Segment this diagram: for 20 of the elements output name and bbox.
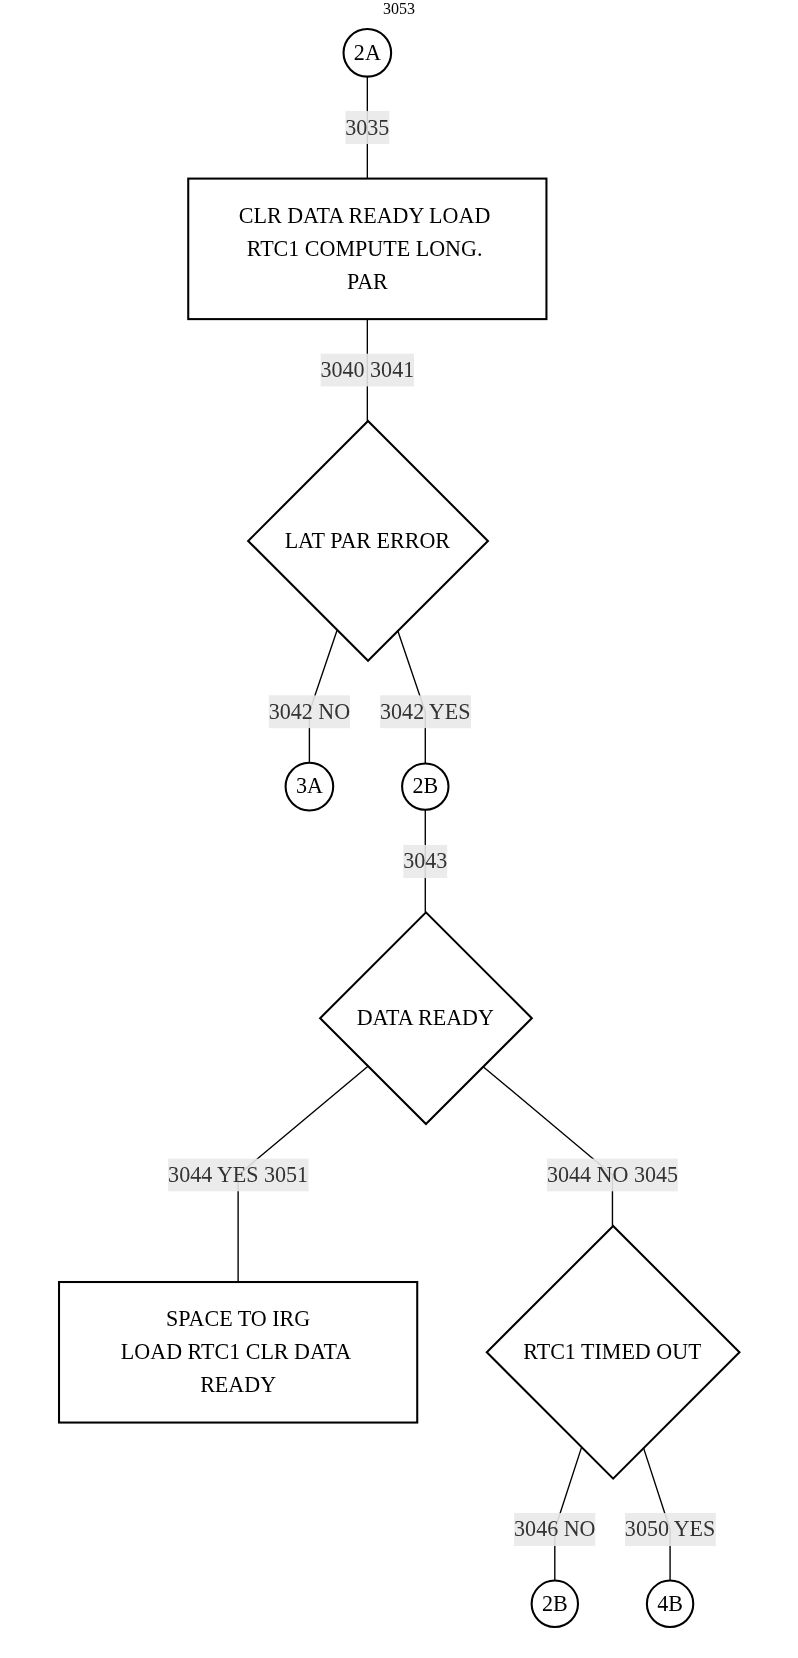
step-number: 3053 (383, 0, 415, 17)
node-circle: 2A (342, 28, 392, 78)
edge-label: 3035 (345, 115, 390, 139)
node-circle: 2B (400, 762, 450, 811)
edge-label: 3042 YES (379, 699, 471, 723)
node-diamond: RTC1 TIMED OUT (485, 1224, 741, 1481)
node-circle: 2B (530, 1579, 579, 1628)
edge-label: 3042 NO (268, 699, 350, 723)
edge-label: 3043 (402, 848, 448, 873)
node-box: CLR DATA READY LOAD RTC1 COMPUTE LONG. PAR (186, 177, 548, 321)
edge-label: 3040 3041 (320, 357, 414, 382)
node-circle: 4B (645, 1579, 695, 1628)
edge-label: 3050 YES (624, 1517, 716, 1541)
edge-label: 3044 YES 3051 (167, 1162, 308, 1186)
node-diamond: LAT PAR ERROR (246, 419, 490, 663)
node-circle: 3A (284, 761, 334, 812)
edge-label: 3044 NO 3045 (546, 1162, 678, 1186)
node-diamond: DATA READY (318, 910, 533, 1126)
edge-label: 3046 NO (513, 1517, 596, 1541)
node-box: SPACE TO IRG LOAD RTC1 CLR DATA READY (57, 1281, 418, 1424)
